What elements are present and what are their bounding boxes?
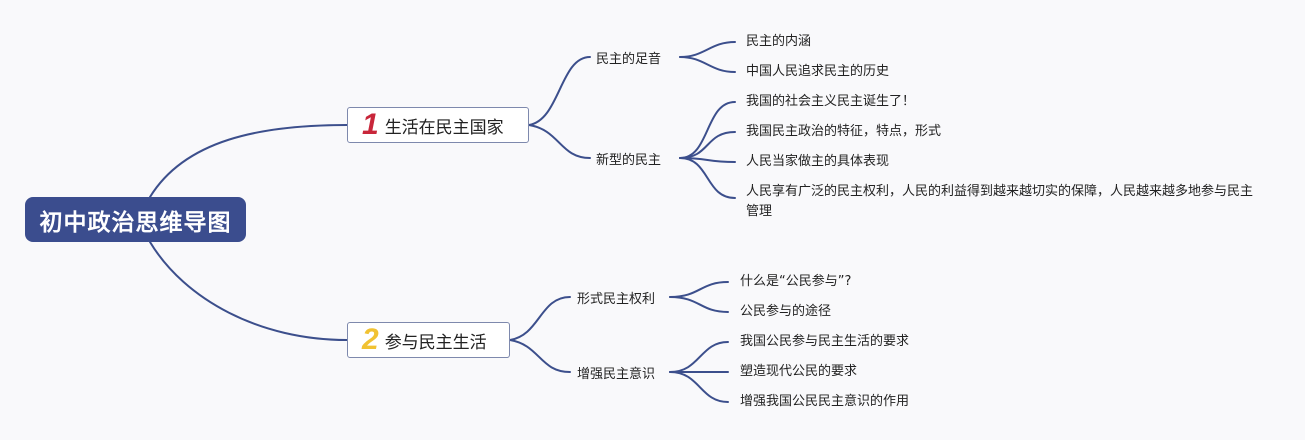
leaf-node[interactable]: 我国公民参与民主生活的要求 (740, 334, 910, 349)
root-node[interactable]: 初中政治思维导图 (25, 197, 246, 242)
connector-branch2-sub1 (509, 296, 571, 341)
connector-sub3-leaf1 (669, 281, 729, 298)
branch-number-badge: 1 (362, 108, 379, 141)
branch-label: 生活在民主国家 (384, 117, 504, 138)
leaf-node[interactable]: 什么是“公民参与”? (740, 274, 852, 289)
connector-branch1-sub2 (528, 124, 591, 159)
leaf-node[interactable]: 中国人民追求民主的历史 (746, 64, 890, 79)
connector-sub4-leaf1 (669, 341, 729, 373)
leaf-node[interactable]: 塑造现代公民的要求 (740, 364, 858, 379)
leaf-node[interactable]: 增强我国公民民主意识的作用 (740, 394, 910, 409)
branch-number-badge: 2 (362, 323, 379, 356)
branch-label: 参与民主生活 (384, 332, 487, 353)
subtopic-node[interactable]: 新型的民主 (596, 153, 662, 168)
connector-root-branch2 (149, 241, 348, 341)
leaf-node[interactable]: 我国民主政治的特征，特点，形式 (746, 124, 942, 139)
leaf-node[interactable]: 我国的社会主义民主诞生了！ (746, 94, 916, 109)
leaf-node[interactable]: 民主的内涵 (746, 34, 812, 49)
leaf-node[interactable]: 公民参与的途径 (740, 304, 832, 319)
connector-branch2-sub2 (509, 339, 571, 373)
connector-sub1-leaf1 (679, 41, 736, 58)
subtopic-node[interactable]: 民主的足音 (596, 52, 662, 67)
branch-node-1[interactable]: 1 生活在民主国家 (347, 107, 529, 143)
connector-sub1-leaf2 (679, 56, 736, 73)
connector-sub2-leaf2 (679, 131, 736, 159)
connector-sub3-leaf2 (669, 296, 729, 313)
connector-sub4-leaf3 (669, 371, 729, 403)
subtopic-node[interactable]: 形式民主权利 (577, 292, 656, 307)
connector-root-branch1 (149, 124, 348, 198)
root-label: 初中政治思维导图 (39, 209, 232, 236)
connector-sub2-leaf1 (679, 101, 736, 159)
subtopic-node[interactable]: 增强民主意识 (577, 367, 656, 382)
branch-node-2[interactable]: 2 参与民主生活 (347, 322, 510, 358)
connector-branch1-sub1 (528, 56, 591, 126)
leaf-node[interactable]: 人民享有广泛的民主权利，人民的利益得到越来越切实的保障，人民越来越多地参与民主管… (746, 184, 1254, 219)
connector-sub2-leaf4 (679, 157, 736, 199)
leaf-node[interactable]: 人民当家做主的具体表现 (746, 154, 890, 169)
